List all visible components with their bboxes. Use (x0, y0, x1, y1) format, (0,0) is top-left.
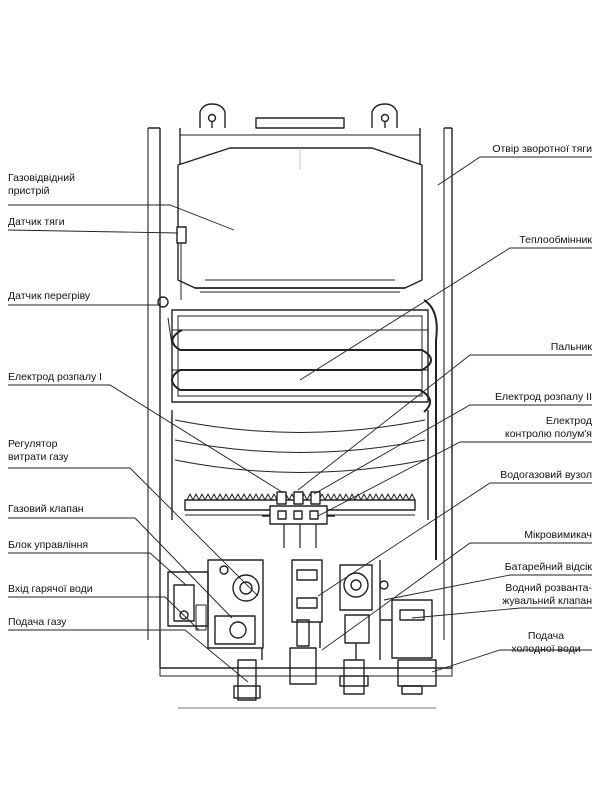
label-gas-flow-regulator: Регулятор витрати газу (8, 438, 69, 464)
label-overheat-sensor: Датчик перегріву (8, 290, 90, 303)
label-line: пристрій (8, 185, 50, 197)
label-line: Теплообмінник (519, 234, 592, 246)
label-battery-compartment: Батарейний відсік (505, 561, 592, 574)
label-flame-control-electrode: Електрод контролю полум'я (505, 415, 592, 441)
label-hot-water-inlet: Вхід гарячої води (8, 583, 93, 596)
label-line: Електрод розпалу І (8, 371, 103, 383)
label-gas-valve: Газовий клапан (8, 503, 84, 516)
label-line: Водний розванта- (505, 582, 592, 594)
label-line: Пальник (550, 341, 592, 353)
leader-lines (7, 156, 592, 683)
heat-exchanger (167, 299, 438, 560)
connection-pipes (233, 622, 369, 701)
label-line: Електрод (545, 415, 592, 427)
label-microswitch: Мікровимикач (524, 529, 592, 542)
label-line: Подача газу (8, 616, 67, 628)
label-burner: Пальник (551, 341, 592, 354)
label-line: Регулятор (8, 438, 58, 450)
label-line: Вхід гарячої води (8, 583, 93, 595)
label-line: Датчик тяги (8, 216, 65, 228)
flue-hood (177, 147, 423, 293)
label-cold-water-supply: Подача холодної води (500, 630, 592, 656)
label-line: Газовідвідний (8, 172, 75, 184)
label-heat-exchanger: Теплообмінник (519, 234, 592, 247)
housing (147, 127, 453, 709)
label-line: контролю полум'я (505, 428, 592, 440)
label-draft-sensor: Датчик тяги (8, 216, 65, 229)
label-line: Блок управління (8, 539, 89, 551)
electrode-block (262, 491, 335, 548)
combustion-chamber (171, 410, 429, 520)
label-line: Датчик перегріву (8, 290, 91, 302)
label-line: Подача (527, 630, 565, 642)
label-line: витрати газу (8, 451, 69, 463)
label-gas-supply: Подача газу (8, 616, 66, 629)
label-control-unit: Блок управління (8, 539, 88, 552)
label-line: Отвір зворотної тяги (492, 143, 592, 155)
label-line: Мікровимикач (524, 529, 592, 541)
control-unit (167, 571, 209, 631)
label-flue-device: Газовідвідний пристрій (8, 172, 75, 198)
lower-right-components (379, 560, 437, 695)
label-line: холодної води (511, 643, 581, 655)
label-line: Водогазовий вузол (500, 469, 592, 481)
label-water-relief-valve: Водний розванта- жувальний клапан (502, 582, 592, 608)
overheat-sensor (157, 296, 169, 308)
label-ignition-electrode-2: Електрод розпалу ІІ (495, 391, 592, 404)
label-line: жувальний клапан (502, 595, 592, 607)
label-back-draft-opening: Отвір зворотної тяги (492, 143, 592, 156)
label-line: Батарейний відсік (504, 561, 592, 573)
mounting-bracket (179, 103, 421, 165)
label-line: Газовий клапан (8, 503, 84, 515)
label-water-gas-unit: Водогазовий вузол (500, 469, 592, 482)
label-line: Електрод розпалу ІІ (494, 391, 592, 403)
draft-sensor (176, 226, 187, 300)
label-ignition-electrode-1: Електрод розпалу І (8, 371, 102, 384)
